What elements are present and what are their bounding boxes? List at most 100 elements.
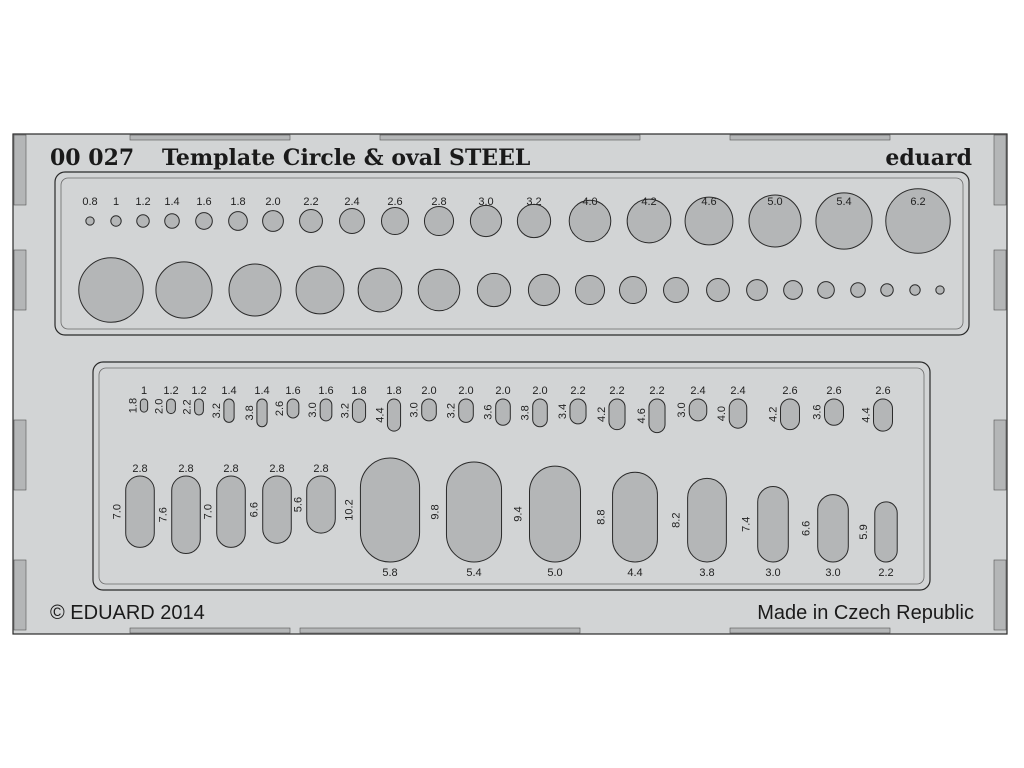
oval-hole — [532, 398, 548, 428]
oval-height-label: 3.0 — [409, 402, 421, 417]
circle-size-label: 4.6 — [701, 196, 716, 208]
oval-height-label: 3.0 — [676, 402, 688, 417]
oval-height-label: 4.2 — [596, 407, 608, 422]
oval-width-label: 2.2 — [609, 385, 624, 397]
circle-size-label: 1.2 — [135, 196, 150, 208]
brand-name: eduard — [885, 145, 972, 171]
oval-height-label: 10.2 — [343, 499, 355, 520]
oval-height-label: 9.4 — [513, 506, 525, 521]
oval-width-label: 2.0 — [421, 385, 436, 397]
circle-hole — [663, 277, 689, 303]
oval-hole — [608, 398, 626, 431]
circle-hole — [78, 257, 144, 323]
oval-hole — [286, 398, 300, 419]
circle-hole — [299, 209, 323, 233]
oval-height-label: 5.6 — [293, 497, 305, 512]
oval-width-label: 1.6 — [285, 385, 300, 397]
circle-hole — [476, 272, 512, 308]
oval-width-label: 1.6 — [318, 385, 333, 397]
circle-size-label: 2.4 — [344, 196, 359, 208]
oval-height-label: 3.6 — [812, 404, 824, 419]
circle-hole — [527, 273, 561, 307]
circle-hole — [817, 281, 835, 299]
oval-hole — [495, 398, 511, 426]
oval-hole — [359, 457, 421, 563]
oval-height-label: 9.8 — [429, 504, 441, 519]
oval-hole — [306, 475, 336, 534]
circle-hole — [155, 261, 213, 319]
product-code: 00 027 — [50, 145, 134, 171]
oval-width-label: 2.0 — [532, 385, 547, 397]
oval-width-label: 2.2 — [570, 385, 585, 397]
circle-hole — [110, 215, 122, 227]
oval-hole — [125, 475, 155, 548]
oval-hole — [256, 398, 268, 428]
oval-width-label: 1.4 — [254, 385, 269, 397]
circle-hole — [618, 275, 648, 305]
oval-height-label: 2.0 — [154, 399, 166, 414]
circle-size-label: 5.0 — [767, 196, 782, 208]
circle-size-label: 2.6 — [387, 196, 402, 208]
oval-height-label: 4.4 — [861, 407, 873, 422]
circle-hole — [880, 283, 894, 297]
oval-width-label: 1 — [141, 385, 147, 397]
circle-hole — [357, 267, 403, 313]
circle-size-label: 3.0 — [478, 196, 493, 208]
oval-hole — [171, 475, 201, 555]
oval-height-label: 8.2 — [671, 513, 683, 528]
circle-size-label: 1 — [113, 196, 119, 208]
circle-size-label: 4.2 — [641, 196, 656, 208]
oval-height-label: 3.2 — [211, 403, 223, 418]
origin-text: Made in Czech Republic — [757, 602, 974, 624]
oval-height-label: 6.6 — [249, 502, 261, 517]
circle-hole — [684, 196, 734, 246]
fret-gates — [13, 134, 1007, 634]
oval-height-label: 4.0 — [716, 406, 728, 421]
circle-hole — [228, 211, 248, 231]
oval-hole — [351, 398, 367, 423]
oval-height-label: 4.4 — [374, 407, 386, 422]
circle-hole — [195, 212, 213, 230]
oval-width-label: 2.8 — [132, 463, 147, 475]
oval-hole — [569, 398, 587, 425]
circle-hole — [85, 216, 95, 226]
oval-hole — [648, 398, 666, 434]
oval-width-label: 4.4 — [627, 567, 642, 579]
circle-hole — [815, 192, 873, 250]
oval-hole — [194, 398, 204, 416]
oval-height-label: 3.8 — [520, 405, 532, 420]
oval-height-label: 2.6 — [274, 401, 286, 416]
oval-height-label: 3.0 — [307, 402, 319, 417]
oval-height-label: 5.9 — [858, 524, 870, 539]
circle-hole — [746, 279, 768, 301]
oval-width-label: 3.0 — [825, 567, 840, 579]
circle-hole — [262, 210, 284, 232]
oval-hole — [319, 398, 333, 422]
oval-height-label: 3.2 — [446, 403, 458, 418]
oval-height-label: 7.4 — [741, 517, 753, 532]
oval-height-label: 8.8 — [596, 509, 608, 524]
circle-hole — [339, 208, 365, 234]
circle-hole — [885, 188, 951, 254]
oval-hole — [166, 398, 176, 415]
circle-size-label: 3.2 — [526, 196, 541, 208]
oval-hole — [687, 477, 727, 563]
oval-hole — [688, 398, 708, 422]
circle-size-label: 1.6 — [196, 196, 211, 208]
circle-hole — [516, 203, 552, 239]
oval-hole — [874, 501, 898, 563]
oval-panel — [92, 361, 931, 591]
oval-width-label: 1.2 — [163, 385, 178, 397]
oval-width-label: 1.8 — [351, 385, 366, 397]
oval-hole — [139, 398, 149, 413]
circle-hole — [469, 204, 503, 238]
oval-hole — [873, 398, 893, 432]
oval-hole — [262, 475, 292, 544]
circle-panel — [54, 171, 970, 336]
circle-hole — [417, 268, 461, 312]
circle-hole — [909, 284, 921, 296]
circle-hole — [783, 280, 803, 300]
oval-height-label: 3.2 — [339, 403, 351, 418]
oval-width-label: 1.2 — [191, 385, 206, 397]
